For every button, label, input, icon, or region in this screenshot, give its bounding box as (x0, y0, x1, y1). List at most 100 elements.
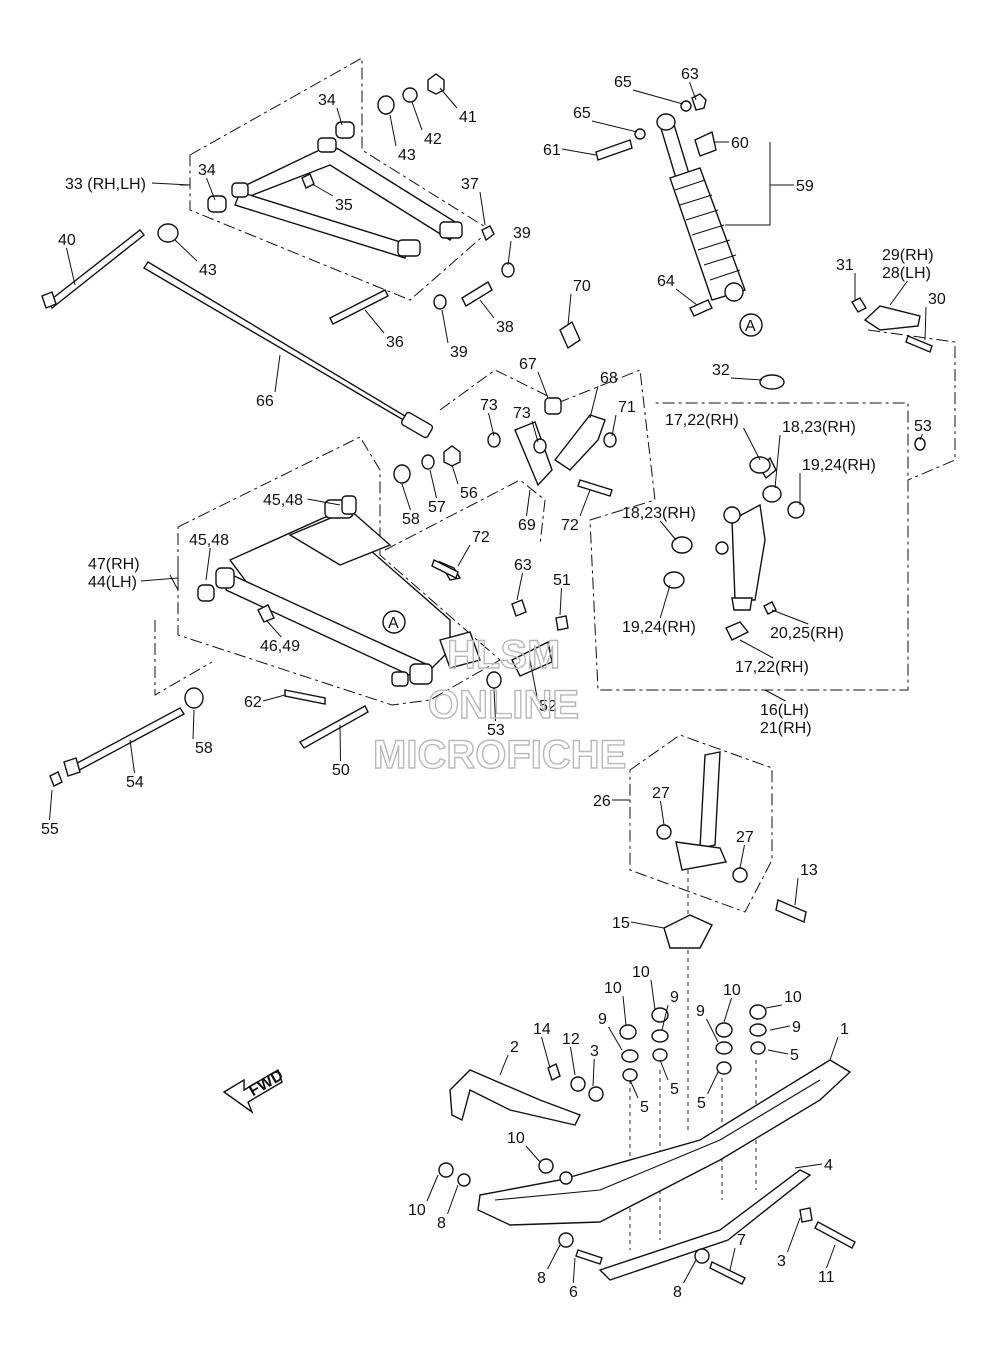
callout-54: 54 (126, 774, 144, 791)
callout-32: 32 (712, 362, 730, 379)
leader-line (307, 498, 341, 506)
leader-line (771, 609, 809, 625)
reference-mark-a: A (745, 318, 756, 335)
leader-line (205, 547, 211, 581)
leader-line (567, 293, 572, 326)
callout-20-25: 20,25(RH) (770, 625, 844, 642)
leader-line (479, 299, 495, 319)
callout-9b: 9 (670, 989, 679, 1006)
leader-line (451, 464, 459, 485)
callout-28: 28(LH) (882, 265, 931, 282)
leader-line (479, 191, 486, 226)
ski-assembly (438, 1004, 856, 1285)
leader-line (650, 979, 656, 1011)
callout-10f: 10 (408, 1202, 426, 1219)
leader-line (499, 1054, 509, 1076)
leader-line (659, 1059, 669, 1081)
leader-line (192, 709, 195, 740)
callout-45-48a: 45,48 (263, 492, 303, 509)
leader-line (729, 1247, 736, 1271)
leader-line (629, 1079, 639, 1099)
leader-line (537, 371, 549, 399)
leader-line (765, 1004, 783, 1009)
leader-line (683, 1259, 697, 1284)
leader-line (592, 1058, 595, 1087)
callout-57: 57 (428, 499, 446, 516)
callout-9c: 9 (696, 1003, 705, 1020)
leader-line (794, 877, 799, 906)
leader-line (525, 1145, 541, 1163)
leader-line (547, 1244, 561, 1270)
callout-27a: 27 (652, 785, 670, 802)
leader-line (493, 687, 496, 722)
connector-path-2 (154, 620, 213, 696)
callout-5b: 5 (670, 1081, 679, 1098)
leader-line (129, 739, 135, 774)
callout-60: 60 (731, 135, 749, 152)
callout-10a: 10 (604, 980, 622, 997)
leader-line (559, 587, 562, 616)
callout-41: 41 (459, 109, 477, 126)
leader-line (561, 148, 597, 156)
callout-66: 66 (256, 393, 274, 410)
callout-19-24a: 19,24(RH) (802, 457, 876, 474)
callout-34b: 34 (198, 162, 216, 179)
callout-7: 7 (737, 1232, 746, 1249)
callout-10e: 10 (507, 1130, 525, 1147)
callout-5d: 5 (790, 1047, 799, 1064)
shock-absorber (595, 93, 746, 317)
watermark-line-1: HLSM (447, 633, 560, 677)
callout-42: 42 (424, 131, 442, 148)
callout-73a: 73 (480, 397, 498, 414)
callout-70: 70 (573, 278, 591, 295)
leader-line (622, 995, 627, 1026)
callout-31: 31 (836, 257, 854, 274)
callout-53b: 53 (487, 722, 505, 739)
leader-line (743, 427, 761, 461)
leader-line (739, 639, 774, 659)
callout-30: 30 (928, 291, 946, 308)
callout-13: 13 (800, 862, 818, 879)
watermark-line-3: MICROFICHE (373, 733, 626, 777)
callout-34a: 34 (318, 92, 336, 109)
leader-line (889, 280, 908, 306)
leader-line (401, 483, 411, 511)
callout-64: 64 (657, 273, 675, 290)
leader-line (767, 1049, 789, 1055)
callout-62: 62 (244, 694, 262, 711)
leader-line (829, 1036, 839, 1061)
callout-73b: 73 (513, 405, 531, 422)
leader-line (774, 434, 781, 489)
leader-line (769, 1025, 791, 1031)
leader-line (924, 306, 927, 341)
callout-10c: 10 (723, 982, 741, 999)
leader-line (730, 377, 763, 381)
callout-12: 12 (562, 1031, 580, 1048)
callout-6: 6 (569, 1284, 578, 1301)
connector-path-3 (867, 329, 956, 481)
leader-line (426, 1174, 439, 1202)
callout-9d: 9 (792, 1019, 801, 1036)
leader-line (441, 309, 449, 344)
callout-45-48b: 45,48 (189, 532, 229, 549)
bracket-outline (384, 479, 546, 551)
callout-35: 35 (335, 197, 353, 214)
callout-63b: 63 (514, 557, 532, 574)
callout-5c: 5 (697, 1095, 706, 1112)
fwd-arrow-label: FWD (246, 1067, 286, 1100)
callout-2: 2 (510, 1039, 519, 1056)
leader-line (794, 1163, 823, 1169)
callout-72a: 72 (472, 529, 490, 546)
callout-50: 50 (332, 762, 350, 779)
spindle-group-outline (629, 734, 773, 913)
callout-4: 4 (824, 1157, 833, 1174)
leader-line (630, 921, 665, 929)
callout-11: 11 (818, 1269, 835, 1286)
leader-line (531, 420, 539, 443)
callout-8c: 8 (673, 1284, 682, 1301)
leader-line (632, 89, 684, 105)
leader-line (579, 489, 591, 517)
callout-53a: 53 (914, 418, 932, 435)
leader-line (541, 1036, 551, 1069)
leader-line (689, 81, 697, 101)
